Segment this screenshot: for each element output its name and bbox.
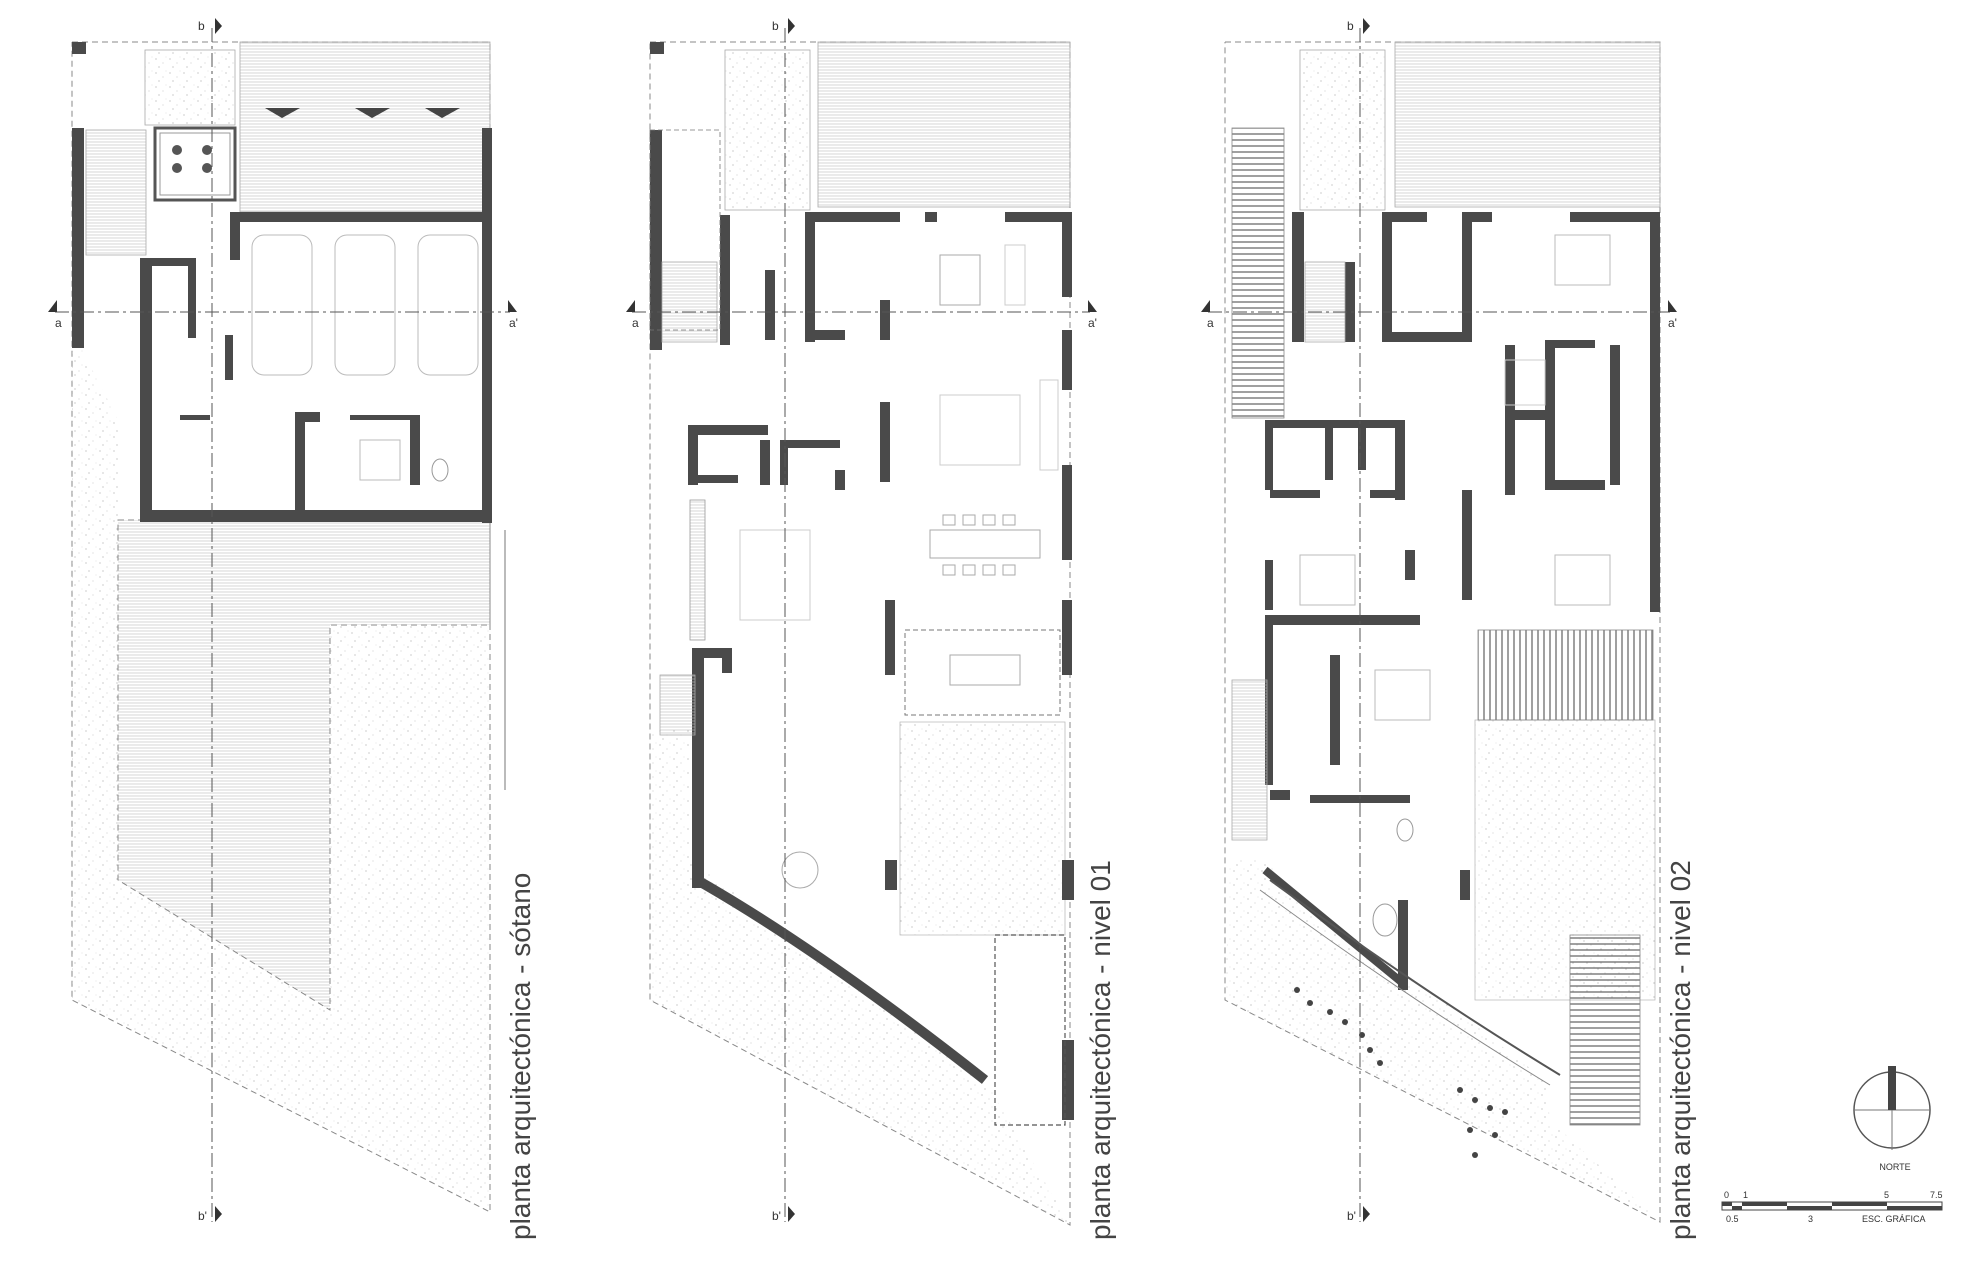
scale-tick-0-5: 0.5: [1726, 1214, 1739, 1224]
scale-tick-0: 0: [1724, 1190, 1729, 1200]
scale-tick-3: 3: [1808, 1214, 1813, 1224]
scale-tick-7-5: 7.5: [1930, 1190, 1943, 1200]
scale-tick-5: 5: [1884, 1190, 1889, 1200]
section-marker-b2: b': [1347, 1209, 1356, 1223]
section-marker-b2: b': [198, 1209, 207, 1223]
section-marker-a: a: [632, 316, 639, 330]
north-arrow: NORTE: [1853, 1066, 1931, 1172]
section-marker-a2: a': [1088, 316, 1097, 330]
plan-title-nivel-02: planta arquitectónica - nivel 02: [1665, 860, 1696, 1240]
north-label: NORTE: [1879, 1162, 1910, 1172]
section-marker-a: a: [55, 316, 62, 330]
plan-title-sotano: planta arquitectónica - sótano: [505, 873, 536, 1240]
graphic-scale: 0 1 5 7.5 0.5 3 ESC. GRÁFICA: [1721, 1190, 1943, 1224]
plan-sotano: a a' b b' planta arquitectónica - sótano: [48, 18, 536, 1240]
plan-nivel-01: a a' b b' planta arquitectónica - nivel …: [626, 18, 1116, 1240]
section-marker-a2: a': [1668, 316, 1677, 330]
section-marker-a2: a': [509, 316, 518, 330]
scale-label: ESC. GRÁFICA: [1862, 1214, 1926, 1224]
section-marker-a: a: [1207, 316, 1214, 330]
section-marker-b: b: [198, 19, 205, 33]
section-marker-b2: b': [772, 1209, 781, 1223]
scale-tick-1: 1: [1743, 1190, 1748, 1200]
section-marker-b: b: [1347, 19, 1354, 33]
section-marker-b: b: [772, 19, 779, 33]
plan-nivel-02: a a' b b' planta arquitectónica - nivel …: [1201, 18, 1696, 1240]
plan-title-nivel-01: planta arquitectónica - nivel 01: [1085, 860, 1116, 1240]
